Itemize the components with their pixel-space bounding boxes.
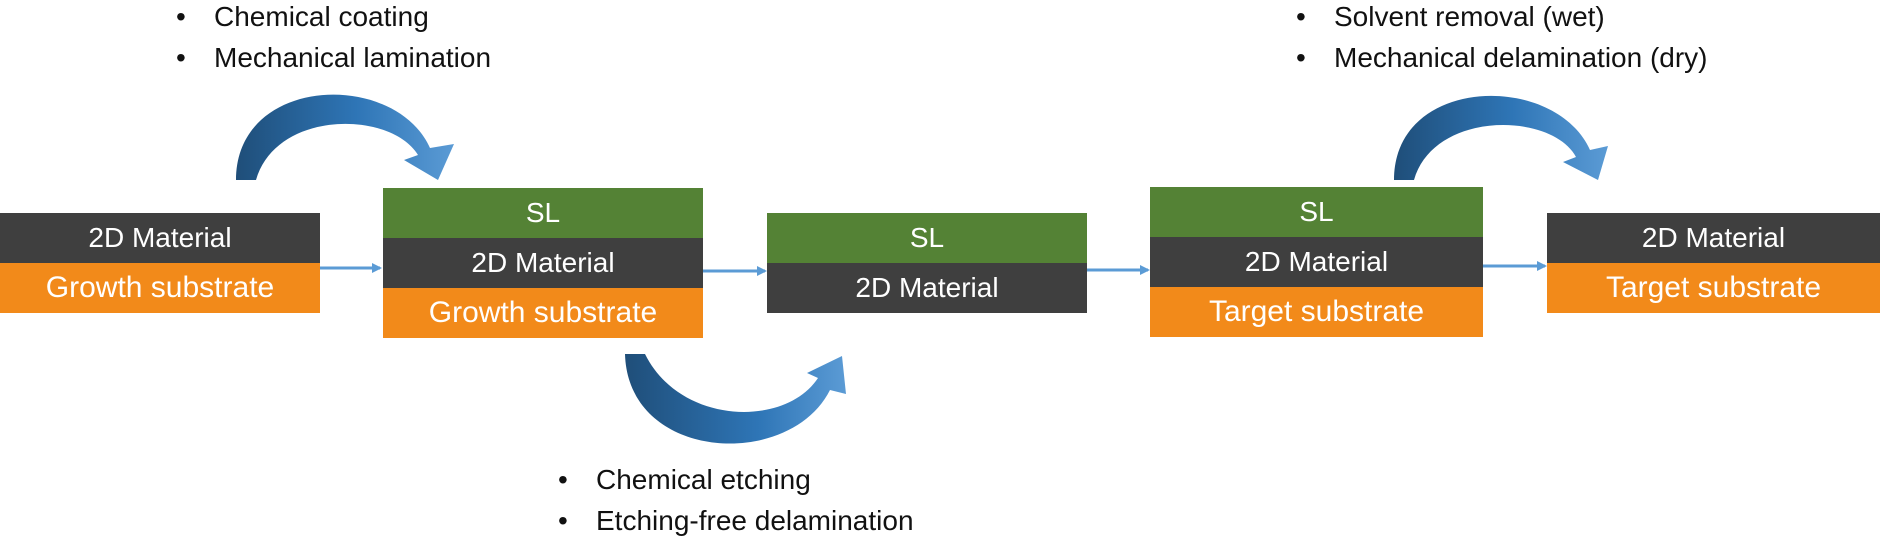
step-1-methods: Chemical coating Mechanical lamination (170, 0, 491, 78)
substrate-layer: Growth substrate (383, 288, 703, 338)
bullet-item: Chemical etching (552, 459, 914, 500)
substrate-layer: Growth substrate (0, 263, 320, 313)
curved-arrow-over-icon (1394, 95, 1608, 180)
material-layer: 2D Material (0, 213, 320, 263)
material-layer: 2D Material (383, 238, 703, 288)
stage-3-stack: SL 2D Material (767, 213, 1087, 313)
material-layer: 2D Material (1547, 213, 1880, 263)
substrate-layer: Target substrate (1547, 263, 1880, 313)
support-layer: SL (1150, 187, 1483, 237)
bullet-item: Solvent removal (wet) (1290, 0, 1708, 37)
material-layer: 2D Material (767, 263, 1087, 313)
bullet-item: Mechanical lamination (170, 37, 491, 78)
stage-2-stack: SL 2D Material Growth substrate (383, 188, 703, 338)
step-2-methods: Chemical etching Etching-free delaminati… (552, 459, 914, 541)
bullet-item: Mechanical delamination (dry) (1290, 37, 1708, 78)
substrate-layer: Target substrate (1150, 287, 1483, 337)
step-3-methods: Solvent removal (wet) Mechanical delamin… (1290, 0, 1708, 78)
stage-1-stack: 2D Material Growth substrate (0, 213, 320, 313)
bullet-item: Chemical coating (170, 0, 491, 37)
stage-4-stack: SL 2D Material Target substrate (1150, 187, 1483, 337)
support-layer: SL (767, 213, 1087, 263)
bullet-item: Etching-free delamination (552, 500, 914, 541)
curved-arrow-under-icon (625, 354, 846, 444)
stage-5-stack: 2D Material Target substrate (1547, 213, 1880, 313)
material-layer: 2D Material (1150, 237, 1483, 287)
support-layer: SL (383, 188, 703, 238)
curved-arrow-over-icon (236, 94, 454, 180)
